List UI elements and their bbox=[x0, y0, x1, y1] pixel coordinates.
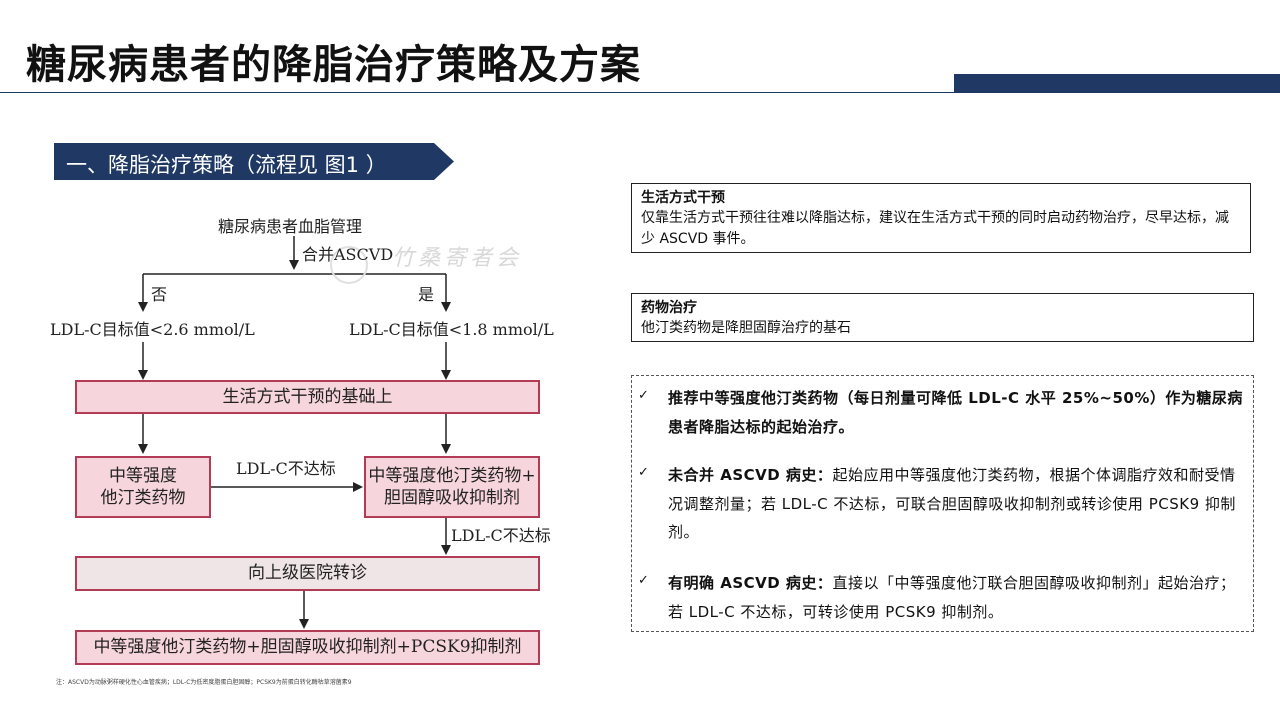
recommendation-item: ✓ 未合并 ASCVD 病史：起始应用中等强度他汀类药物，根据个体调脂疗效和耐受… bbox=[638, 461, 1250, 547]
page-title: 糖尿病患者的降脂治疗策略及方案 bbox=[26, 42, 641, 88]
drug-panel-heading: 药物治疗 bbox=[641, 300, 697, 316]
recommendation-item: ✓ 有明确 ASCVD 病史：直接以「中等强度他汀联合胆固醇吸收抑制剂」起始治疗… bbox=[638, 569, 1250, 626]
recommendation-bold: 推荐中等强度他汀类药物（每日剂量可降低 LDL-C 水平 25%~50%）作为糖… bbox=[668, 389, 1243, 436]
recommendation-bold: 未合并 ASCVD 病史： bbox=[668, 466, 833, 484]
flow-branch-no-label: 否 bbox=[151, 285, 168, 304]
recommendation-bold: 有明确 ASCVD 病史： bbox=[668, 574, 833, 592]
flow-branch-yes-label: 是 bbox=[418, 285, 435, 304]
recommendation-item: ✓ 推荐中等强度他汀类药物（每日剂量可降低 LDL-C 水平 25%~50%）作… bbox=[638, 384, 1250, 441]
lifestyle-panel-heading: 生活方式干预 bbox=[641, 190, 725, 206]
flow-final-box: 中等强度他汀类药物+胆固醇吸收抑制剂+PCSK9抑制剂 bbox=[75, 630, 540, 665]
flow-statin-combo-box: 中等强度他汀类药物+ 胆固醇吸收抑制剂 bbox=[364, 456, 540, 518]
check-icon: ✓ bbox=[638, 388, 650, 403]
drug-panel: 药物治疗 他汀类药物是降胆固醇治疗的基石 bbox=[631, 293, 1254, 342]
recommendations-box: ✓ 推荐中等强度他汀类药物（每日剂量可降低 LDL-C 水平 25%~50%）作… bbox=[631, 375, 1254, 632]
recommendation-text: 起始应用中等强度他汀类药物，根据个体调脂疗效和耐受情况调整剂量；若 LDL-C … bbox=[668, 466, 1236, 541]
check-icon: ✓ bbox=[638, 573, 650, 588]
flow-condition-label: 合并ASCVD bbox=[302, 245, 394, 264]
check-icon: ✓ bbox=[638, 465, 650, 480]
moderate-statin-line-1: 中等强度 bbox=[109, 465, 177, 486]
flow-not-reached-label-1: LDL-C不达标 bbox=[236, 459, 336, 478]
flowchart-footnote: 注：ASCVD为动脉粥样硬化性心血管疾病；LDL-C为低密度脂蛋白胆固醇；PCS… bbox=[56, 679, 352, 686]
moderate-statin-line-2: 他汀类药物 bbox=[100, 488, 186, 508]
flow-target-yes: LDL-C目标值<1.8 mmol/L bbox=[349, 320, 554, 339]
banner-arrow-shape bbox=[54, 143, 454, 180]
recommendation-text: 直接以「中等强度他汀联合胆固醇吸收抑制剂」起始治疗；若 LDL-C 不达标，可转… bbox=[668, 574, 1236, 621]
title-accent-bar bbox=[954, 74, 1280, 93]
watermark: 竹桑寄者会 bbox=[392, 246, 523, 271]
statin-combo-line-1: 中等强度他汀类药物+ bbox=[368, 465, 536, 486]
flow-referral-box: 向上级医院转诊 bbox=[75, 556, 540, 591]
flow-start-label: 糖尿病患者血脂管理 bbox=[218, 217, 363, 236]
section-banner-label: 一、降脂治疗策略（流程见 图1 ） bbox=[66, 153, 387, 177]
drug-panel-text: 他汀类药物是降胆固醇治疗的基石 bbox=[641, 320, 851, 337]
lifestyle-panel-text: 仅靠生活方式干预往往难以降脂达标，建议在生活方式干预的同时启动药物治疗，尽早达标… bbox=[641, 210, 1229, 247]
lifestyle-panel: 生活方式干预 仅靠生活方式干预往往难以降脂达标，建议在生活方式干预的同时启动药物… bbox=[631, 183, 1251, 253]
flow-target-no: LDL-C目标值<2.6 mmol/L bbox=[50, 320, 255, 339]
watermark-logo-icon bbox=[330, 246, 368, 284]
flow-lifestyle-box: 生活方式干预的基础上 bbox=[75, 380, 540, 414]
section-banner: 一、降脂治疗策略（流程见 图1 ） bbox=[54, 143, 454, 180]
flow-moderate-statin-box: 中等强度 他汀类药物 bbox=[75, 456, 211, 518]
flow-not-reached-label-2: LDL-C不达标 bbox=[451, 526, 551, 545]
title-divider bbox=[0, 92, 1280, 93]
statin-combo-line-2: 胆固醇吸收抑制剂 bbox=[384, 488, 520, 508]
